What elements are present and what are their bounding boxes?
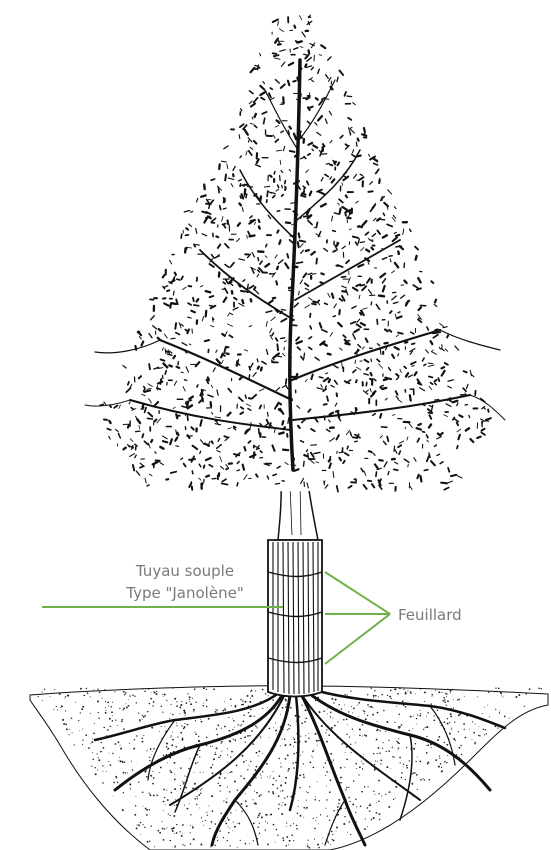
- strap-leader-line-top: [325, 572, 390, 614]
- protective-sleeve: [268, 540, 322, 697]
- tree-crown: [82, 12, 506, 492]
- sleeve-label-line2: Type "Janolène": [125, 584, 243, 602]
- strap-leader-line-bottom: [325, 614, 390, 664]
- sleeve-label-line1: Tuyau souple: [135, 562, 234, 580]
- strap-label: Feuillard: [398, 606, 462, 624]
